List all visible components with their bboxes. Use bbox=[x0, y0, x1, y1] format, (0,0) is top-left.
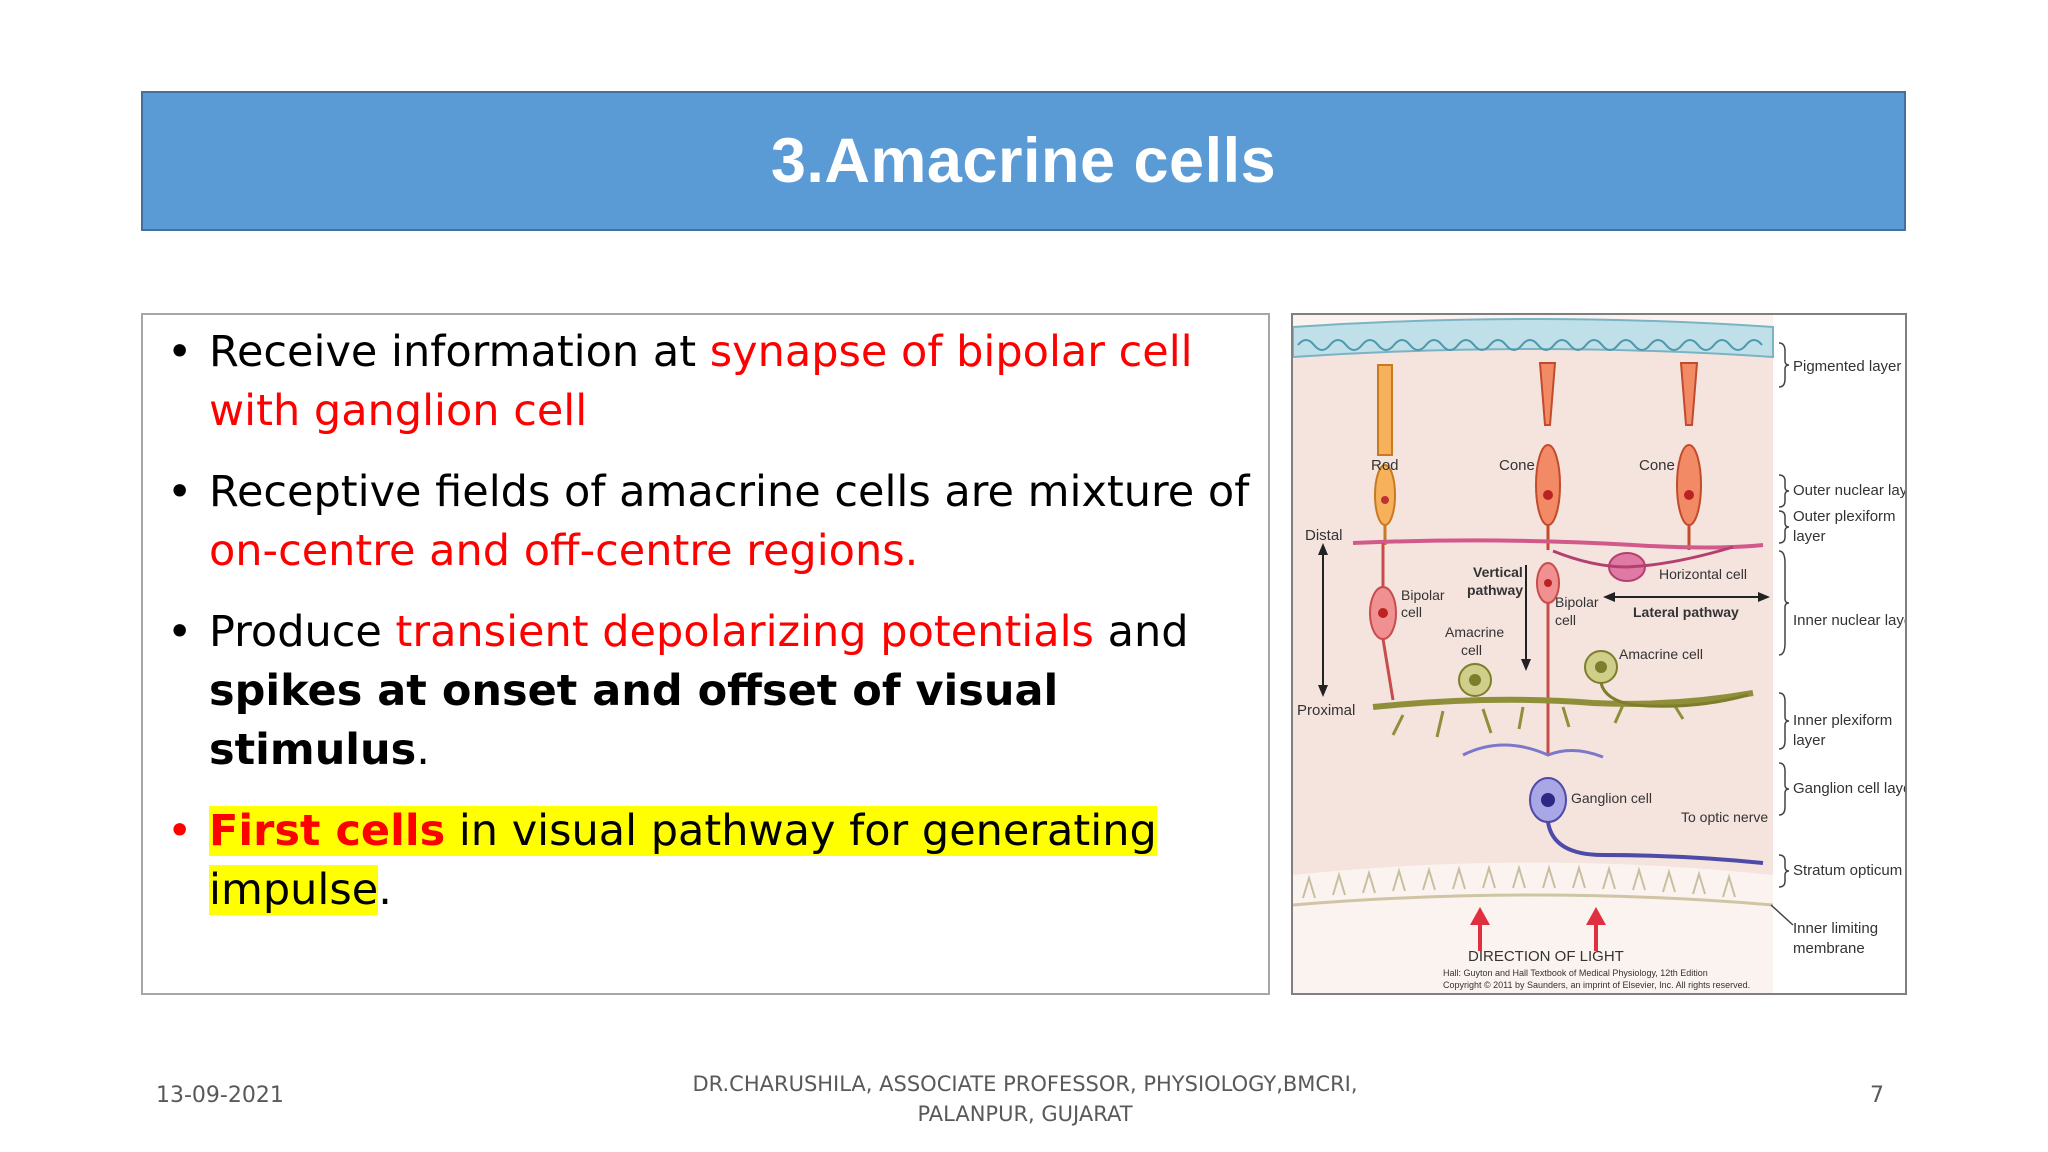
brace-ganglion bbox=[1778, 762, 1790, 816]
label-direction-of-light: DIRECTION OF LIGHT bbox=[1468, 948, 1624, 965]
label-amacrine-cell-1b: cell bbox=[1461, 642, 1482, 658]
title-bar: 3.Amacrine cells bbox=[141, 91, 1906, 231]
muller-cell-endfeet bbox=[1302, 864, 1736, 899]
amacrine-cell-2 bbox=[1584, 650, 1749, 708]
bullet-text-run: . bbox=[416, 725, 430, 775]
rod-cell bbox=[1374, 364, 1396, 545]
label-outer-plexiform-2: layer bbox=[1793, 528, 1826, 545]
bullet-dot-icon: • bbox=[167, 467, 193, 517]
label-credit-2: Copyright © 2011 by Saunders, an imprint… bbox=[1443, 980, 1750, 990]
inner-plexiform-dendrites bbox=[1372, 690, 1754, 710]
label-vertical-pathway-1: Vertical bbox=[1473, 564, 1523, 580]
label-outer-nuclear-layer: Outer nuclear layer bbox=[1793, 482, 1905, 499]
label-ganglion-cell-layer: Ganglion cell layer bbox=[1793, 780, 1905, 797]
brace-pigmented bbox=[1778, 342, 1790, 388]
footer-date: 13-09-2021 bbox=[156, 1083, 284, 1108]
label-lateral-pathway: Lateral pathway bbox=[1633, 604, 1739, 620]
vertical-pathway-arrow bbox=[1521, 565, 1531, 671]
bullet-item: • Receptive fields of amacrine cells are … bbox=[157, 463, 1257, 581]
label-to-optic-nerve: To optic nerve bbox=[1681, 809, 1768, 825]
label-stratum-opticum: Stratum opticum bbox=[1793, 862, 1902, 879]
brace-outer-plexiform bbox=[1778, 510, 1790, 544]
bullet-item: • First cells in visual pathway for gener… bbox=[157, 802, 1257, 920]
light-arrow-2 bbox=[1586, 907, 1606, 951]
brace-inner-nuclear bbox=[1778, 550, 1790, 656]
inner-limiting-pointer bbox=[1770, 904, 1794, 926]
retina-layer-band bbox=[1293, 343, 1773, 875]
bullet-dot-icon: • bbox=[167, 806, 193, 856]
label-bipolar-cell-1b: cell bbox=[1401, 604, 1422, 620]
bullet-item: • Receive information at synapse of bipol… bbox=[157, 323, 1257, 441]
bullet-text-run: impulse bbox=[209, 865, 379, 915]
bipolar-cell-2 bbox=[1536, 562, 1560, 755]
label-bipolar-cell-2a: Bipolar bbox=[1555, 594, 1599, 610]
label-inner-nuclear-layer: Inner nuclear layer bbox=[1793, 612, 1905, 629]
brace-stratum-opticum bbox=[1778, 854, 1790, 888]
bullet-dot-icon: • bbox=[167, 327, 193, 377]
label-inner-limiting-2: membrane bbox=[1793, 940, 1865, 957]
footer-author: DR.CHARUSHILA, ASSOCIATE PROFESSOR, PHYS… bbox=[660, 1069, 1390, 1129]
horizontal-cell bbox=[1552, 545, 1734, 582]
footer-page-number: 7 bbox=[1870, 1083, 1884, 1108]
bullet-dot-icon: • bbox=[167, 607, 193, 657]
label-inner-plexiform-2: layer bbox=[1793, 732, 1826, 749]
label-distal: Distal bbox=[1305, 527, 1343, 544]
bipolar-cell-1 bbox=[1369, 543, 1397, 701]
retina-diagram: Pigmented layer Outer nuclear layer Oute… bbox=[1291, 313, 1907, 995]
label-bipolar-cell-1a: Bipolar bbox=[1401, 587, 1445, 603]
label-credit-1: Hall: Guyton and Hall Textbook of Medica… bbox=[1443, 968, 1708, 978]
bullet-text-run: . bbox=[378, 865, 392, 915]
brace-outer-nuclear bbox=[1778, 474, 1790, 508]
label-bipolar-cell-2b: cell bbox=[1555, 612, 1576, 628]
bullet-text-run: Receptive fields of amacrine cells are m… bbox=[209, 467, 1250, 517]
bullet-text-run: transient depolarizing potentials bbox=[395, 607, 1094, 657]
bullet-text-run: and bbox=[1093, 607, 1189, 657]
retina-diagram-svg: Pigmented layer Outer nuclear layer Oute… bbox=[1293, 315, 1905, 993]
bullet-text-run: in visual pathway for generating bbox=[445, 806, 1157, 856]
bullet-text-run: spikes at onset and offset of visual sti… bbox=[209, 666, 1059, 775]
pigment-texture bbox=[1297, 339, 1763, 351]
outer-plexiform-line bbox=[1352, 538, 1764, 550]
label-rod: Rod bbox=[1371, 457, 1399, 474]
label-vertical-pathway-2: pathway bbox=[1467, 582, 1523, 598]
label-inner-limiting-1: Inner limiting bbox=[1793, 920, 1878, 937]
label-cone-1: Cone bbox=[1499, 457, 1535, 474]
ganglion-cell bbox=[1462, 743, 1764, 865]
cone-cell-2 bbox=[1676, 362, 1702, 550]
bullet-list: • Receive information at synapse of bipol… bbox=[157, 323, 1257, 942]
label-inner-plexiform-1: Inner plexiform bbox=[1793, 712, 1892, 729]
bullet-text-box: • Receive information at synapse of bipol… bbox=[141, 313, 1270, 995]
footer-author-line2: PALANPUR, GUJARAT bbox=[917, 1102, 1133, 1126]
bullet-text-run: on-centre and off-centre regions. bbox=[209, 526, 919, 576]
bullet-text-run: Receive information at bbox=[209, 327, 710, 377]
distal-proximal-arrow bbox=[1318, 543, 1328, 697]
brace-inner-plexiform bbox=[1778, 692, 1790, 750]
cone-cell-1 bbox=[1535, 362, 1561, 550]
amacrine-cell-1 bbox=[1458, 663, 1492, 697]
bullet-item: • Produce transient depolarizing potentia… bbox=[157, 603, 1257, 780]
dendrite-branches bbox=[1391, 702, 1685, 738]
label-outer-plexiform-1: Outer plexiform bbox=[1793, 508, 1896, 525]
label-horizontal-cell: Horizontal cell bbox=[1659, 566, 1747, 582]
footer-author-line1: DR.CHARUSHILA, ASSOCIATE PROFESSOR, PHYS… bbox=[692, 1072, 1358, 1096]
label-cone-2: Cone bbox=[1639, 457, 1675, 474]
label-ganglion-cell: Ganglion cell bbox=[1571, 790, 1652, 806]
inner-limiting-membrane-line bbox=[1293, 893, 1774, 907]
bullet-text-run: Produce bbox=[209, 607, 396, 657]
bullet-text-run: synapse of bipolar cell with ganglion ce… bbox=[209, 327, 1193, 436]
label-amacrine-cell-1a: Amacrine bbox=[1445, 624, 1504, 640]
label-amacrine-cell-2: Amacrine cell bbox=[1619, 646, 1703, 662]
bullet-text-run: First cells bbox=[209, 806, 446, 856]
light-arrow-1 bbox=[1470, 907, 1490, 951]
label-proximal: Proximal bbox=[1297, 702, 1355, 719]
lateral-pathway-arrow bbox=[1603, 592, 1770, 602]
slide-title: 3.Amacrine cells bbox=[770, 126, 1277, 196]
label-pigmented-layer: Pigmented layer bbox=[1793, 358, 1901, 375]
